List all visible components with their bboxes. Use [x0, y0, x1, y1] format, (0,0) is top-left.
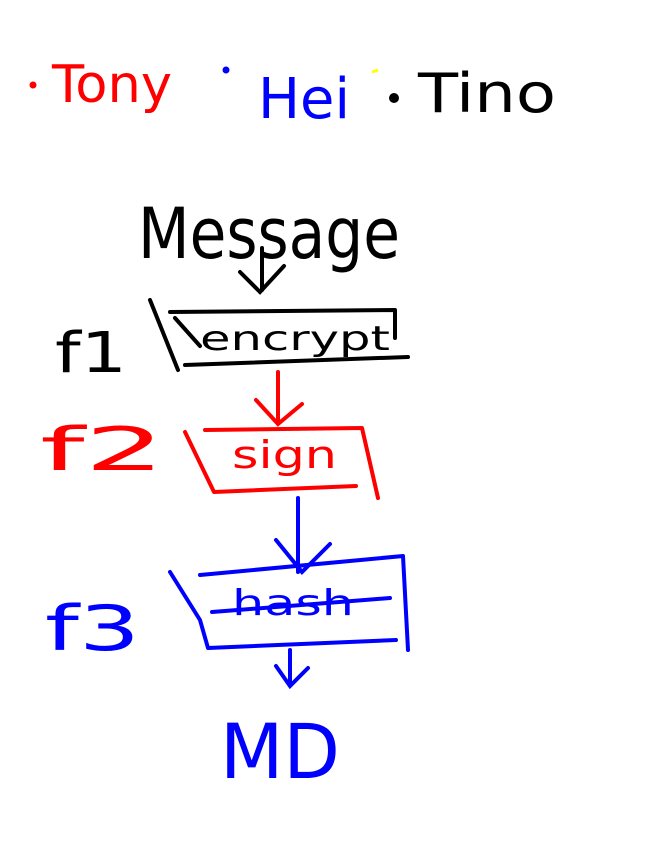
yellow-mark — [371, 68, 379, 74]
step-label-f3: f3 — [45, 592, 140, 665]
author-name: Hei — [258, 67, 350, 132]
arrow-encrypt-to-sign — [254, 370, 304, 427]
message-label: Message — [138, 193, 400, 275]
encrypt-box — [148, 298, 410, 372]
bullet-dot — [29, 81, 37, 89]
sign-box — [183, 426, 380, 500]
step-label-f1: f1 — [55, 321, 127, 386]
bullet-dot — [389, 93, 399, 103]
hash-box — [168, 554, 410, 652]
hash-label: hash — [232, 583, 354, 624]
author-tino: Tino — [371, 62, 556, 125]
author-name: Tony — [51, 55, 172, 115]
arrow-sign-to-hash — [274, 496, 332, 575]
arrow-hash-to-md — [274, 648, 310, 690]
arrow-message-to-encrypt — [238, 246, 286, 295]
author-hei: Hei — [222, 66, 350, 132]
bullet-dot — [222, 66, 230, 74]
sign-label: sign — [232, 433, 337, 477]
md-label: MD — [220, 707, 340, 796]
author-name: Tino — [417, 62, 556, 125]
author-tony: Tony — [29, 55, 172, 115]
encrypt-label: encrypt — [200, 319, 390, 359]
step-label-f2: f2 — [40, 415, 165, 485]
